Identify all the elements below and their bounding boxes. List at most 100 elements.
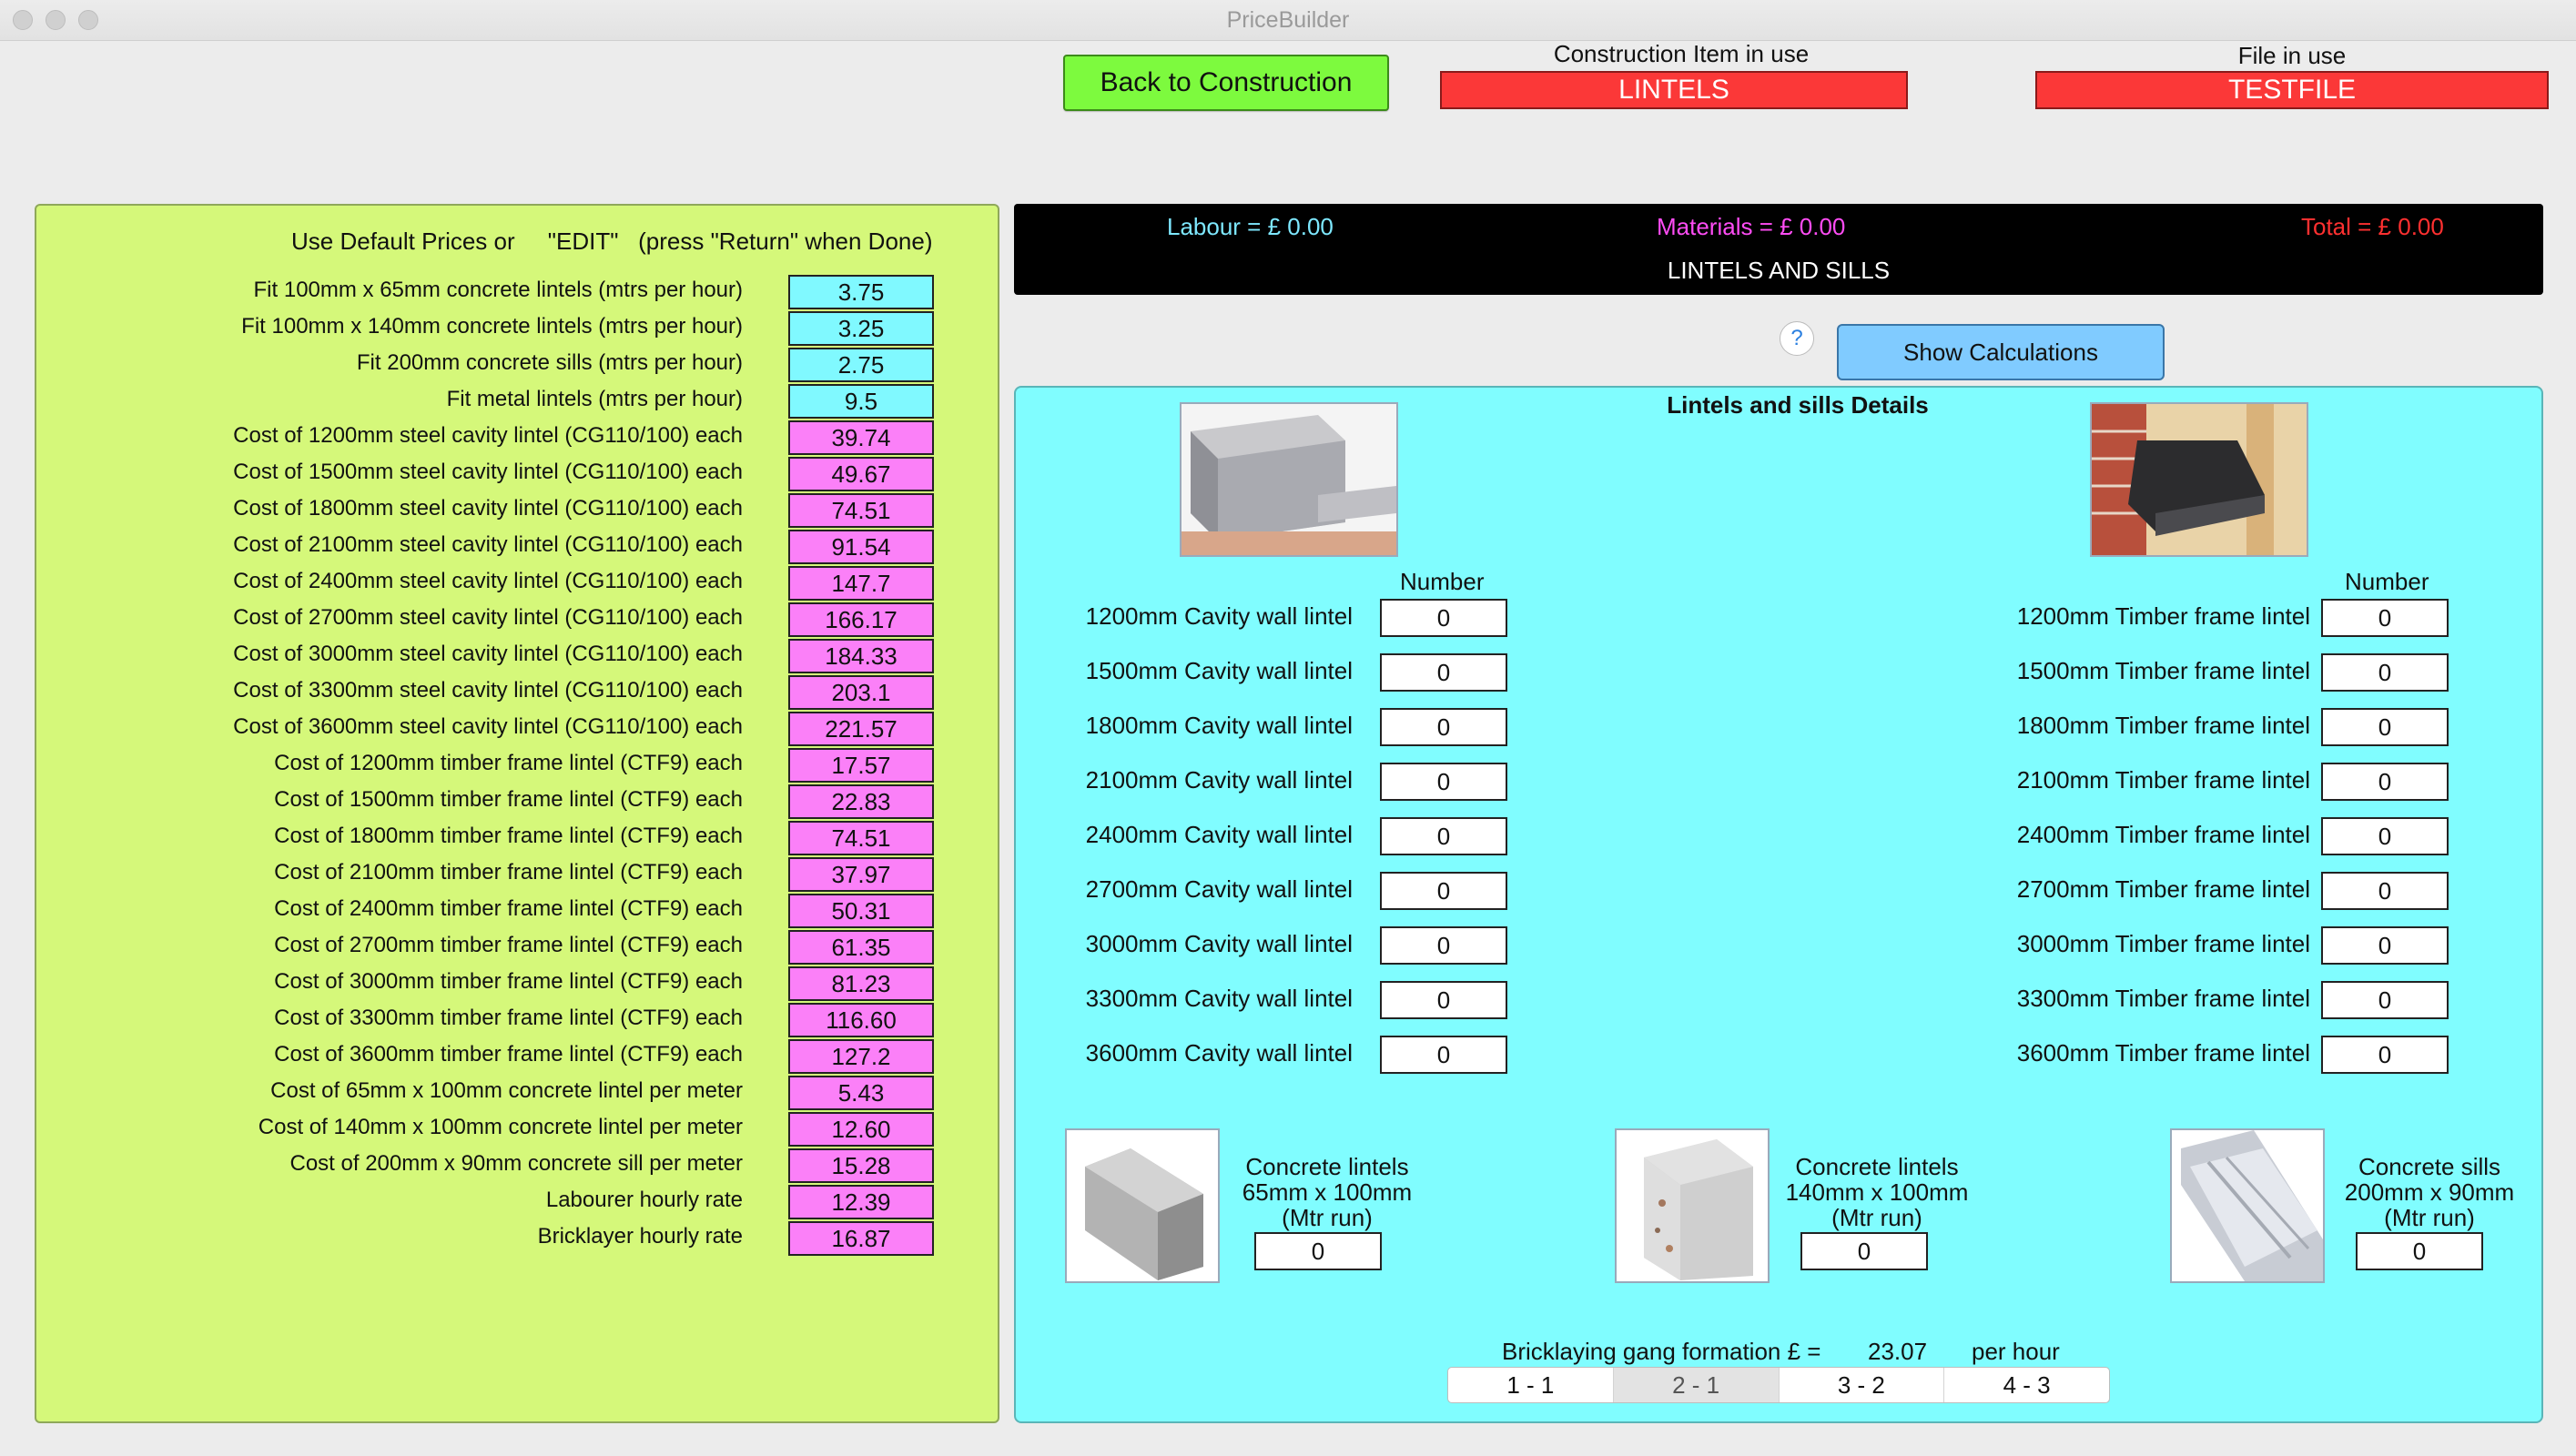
- cavity-lintel-quantity-input[interactable]: 0: [1380, 981, 1507, 1019]
- back-to-construction-button[interactable]: Back to Construction: [1063, 55, 1389, 111]
- default-prices-heading: Use Default Prices or "EDIT" (press "Ret…: [291, 228, 933, 255]
- price-label: Cost of 1200mm timber frame lintel (CTF9…: [274, 751, 743, 775]
- section-title: LINTELS AND SILLS: [1667, 257, 1891, 284]
- price-label: Cost of 2700mm steel cavity lintel (CG11…: [233, 605, 743, 630]
- cavity-lintel-quantity-input[interactable]: 0: [1380, 653, 1507, 692]
- concrete-item-label: Concrete lintels: [1245, 1153, 1409, 1180]
- cavity-lintel-label: 2700mm Cavity wall lintel: [1085, 875, 1353, 903]
- title-bar: PriceBuilder: [0, 0, 2576, 41]
- price-label: Cost of 2400mm steel cavity lintel (CG11…: [233, 569, 743, 593]
- timber-number-heading: Number: [2345, 568, 2429, 595]
- timber-lintel-quantity-input[interactable]: 0: [2321, 1036, 2449, 1074]
- show-calculations-button[interactable]: Show Calculations: [1837, 324, 2165, 380]
- price-input[interactable]: 116.60: [788, 1003, 934, 1037]
- price-input[interactable]: 16.87: [788, 1221, 934, 1256]
- price-label: Cost of 3600mm timber frame lintel (CTF9…: [274, 1042, 743, 1067]
- timber-lintel-quantity-input[interactable]: 0: [2321, 872, 2449, 910]
- gang-option[interactable]: 1 - 1: [1448, 1368, 1614, 1402]
- price-input[interactable]: 91.54: [788, 530, 934, 564]
- timber-lintel-quantity-input[interactable]: 0: [2321, 599, 2449, 637]
- cavity-lintel-label: 2100mm Cavity wall lintel: [1085, 766, 1353, 794]
- price-input[interactable]: 184.33: [788, 639, 934, 673]
- totals-bar: Labour = £ 0.00 Materials = £ 0.00 Total…: [1014, 204, 2543, 295]
- timber-lintel-quantity-input[interactable]: 0: [2321, 981, 2449, 1019]
- price-input[interactable]: 147.7: [788, 566, 934, 601]
- timber-lintel-quantity-input[interactable]: 0: [2321, 708, 2449, 746]
- minimize-window-button[interactable]: [46, 10, 66, 30]
- cavity-lintel-quantity-input[interactable]: 0: [1380, 708, 1507, 746]
- price-input[interactable]: 5.43: [788, 1076, 934, 1110]
- price-input[interactable]: 203.1: [788, 675, 934, 710]
- cavity-lintel-label: 3000mm Cavity wall lintel: [1085, 930, 1353, 957]
- price-input[interactable]: 74.51: [788, 821, 934, 855]
- zoom-window-button[interactable]: [78, 10, 98, 30]
- price-input[interactable]: 61.35: [788, 930, 934, 965]
- price-label: Cost of 65mm x 100mm concrete lintel per…: [270, 1078, 743, 1103]
- price-input[interactable]: 15.28: [788, 1148, 934, 1183]
- price-label: Cost of 1800mm timber frame lintel (CTF9…: [274, 824, 743, 848]
- price-input[interactable]: 50.31: [788, 894, 934, 928]
- timber-lintel-quantity-input[interactable]: 0: [2321, 653, 2449, 692]
- price-label: Cost of 3300mm timber frame lintel (CTF9…: [274, 1006, 743, 1030]
- gang-formation-value: 23.07: [1868, 1338, 1928, 1365]
- gang-option[interactable]: 4 - 3: [2003, 1370, 2051, 1399]
- timber-lintel-label: 2700mm Timber frame lintel: [2016, 875, 2310, 903]
- price-label: Cost of 1200mm steel cavity lintel (CG11…: [233, 423, 743, 448]
- price-input[interactable]: 37.97: [788, 857, 934, 892]
- gang-option[interactable]: 3 - 2: [1780, 1368, 1945, 1402]
- timber-lintel-quantity-input[interactable]: 0: [2321, 763, 2449, 801]
- price-label: Cost of 2100mm steel cavity lintel (CG11…: [233, 532, 743, 557]
- price-input[interactable]: 12.60: [788, 1112, 934, 1147]
- cavity-lintel-quantity-input[interactable]: 0: [1380, 926, 1507, 965]
- price-input[interactable]: 127.2: [788, 1039, 934, 1074]
- cavity-lintel-label: 1200mm Cavity wall lintel: [1085, 602, 1353, 630]
- help-button[interactable]: ?: [1780, 321, 1814, 356]
- cavity-lintel-quantity-input[interactable]: 0: [1380, 817, 1507, 855]
- cavity-lintel-quantity-input[interactable]: 0: [1380, 763, 1507, 801]
- timber-lintel-quantity-input[interactable]: 0: [2321, 926, 2449, 965]
- gang-option[interactable]: 2 - 1: [1613, 1368, 1780, 1402]
- concrete-run-input[interactable]: 0: [1800, 1232, 1928, 1270]
- price-input[interactable]: 166.17: [788, 602, 934, 637]
- materials-total: Materials = £ 0.00: [1657, 213, 1846, 240]
- concrete-item-label: Concrete sills: [2358, 1153, 2501, 1180]
- cavity-number-heading: Number: [1400, 568, 1485, 595]
- price-input[interactable]: 2.75: [788, 348, 934, 382]
- price-input[interactable]: 49.67: [788, 457, 934, 491]
- construction-item-value: LINTELS: [1440, 71, 1908, 109]
- timber-lintel-label: 2400mm Timber frame lintel: [2016, 821, 2310, 848]
- timber-lintel-label: 3000mm Timber frame lintel: [2016, 930, 2310, 957]
- price-input[interactable]: 17.57: [788, 748, 934, 783]
- price-label: Cost of 2100mm timber frame lintel (CTF9…: [274, 860, 743, 885]
- cavity-lintel-quantity-input[interactable]: 0: [1380, 1036, 1507, 1074]
- concrete-lintel-140-image: [1615, 1128, 1770, 1283]
- concrete-item-label: Concrete lintels: [1795, 1153, 1959, 1180]
- file-in-use-caption: File in use: [2237, 42, 2347, 69]
- price-label: Cost of 140mm x 100mm concrete lintel pe…: [258, 1115, 743, 1139]
- timber-lintel-quantity-input[interactable]: 0: [2321, 817, 2449, 855]
- price-input[interactable]: 22.83: [788, 784, 934, 819]
- timber-lintel-label: 1500mm Timber frame lintel: [2016, 657, 2310, 684]
- close-window-button[interactable]: [13, 10, 33, 30]
- timber-lintel-label: 1200mm Timber frame lintel: [2016, 602, 2310, 630]
- construction-item-caption: Construction Item in use: [1553, 40, 1810, 67]
- cavity-lintel-label: 1800mm Cavity wall lintel: [1085, 712, 1353, 739]
- price-input[interactable]: 9.5: [788, 384, 934, 419]
- price-input[interactable]: 12.39: [788, 1185, 934, 1219]
- concrete-run-input[interactable]: 0: [2356, 1232, 2483, 1270]
- cavity-lintel-label: 1500mm Cavity wall lintel: [1085, 657, 1353, 684]
- price-label: Cost of 1500mm timber frame lintel (CTF9…: [274, 787, 743, 812]
- concrete-run-input[interactable]: 0: [1254, 1232, 1382, 1270]
- price-input[interactable]: 39.74: [788, 420, 934, 455]
- timber-lintel-image: [2090, 402, 2308, 557]
- price-input[interactable]: 81.23: [788, 966, 934, 1001]
- cavity-lintel-quantity-input[interactable]: 0: [1380, 872, 1507, 910]
- price-input[interactable]: 3.25: [788, 311, 934, 346]
- price-input[interactable]: 221.57: [788, 712, 934, 746]
- price-input[interactable]: 74.51: [788, 493, 934, 528]
- price-label: Labourer hourly rate: [545, 1188, 743, 1212]
- cavity-lintel-quantity-input[interactable]: 0: [1380, 599, 1507, 637]
- concrete-item-label: 65mm x 100mm: [1242, 1178, 1413, 1206]
- price-input[interactable]: 3.75: [788, 275, 934, 309]
